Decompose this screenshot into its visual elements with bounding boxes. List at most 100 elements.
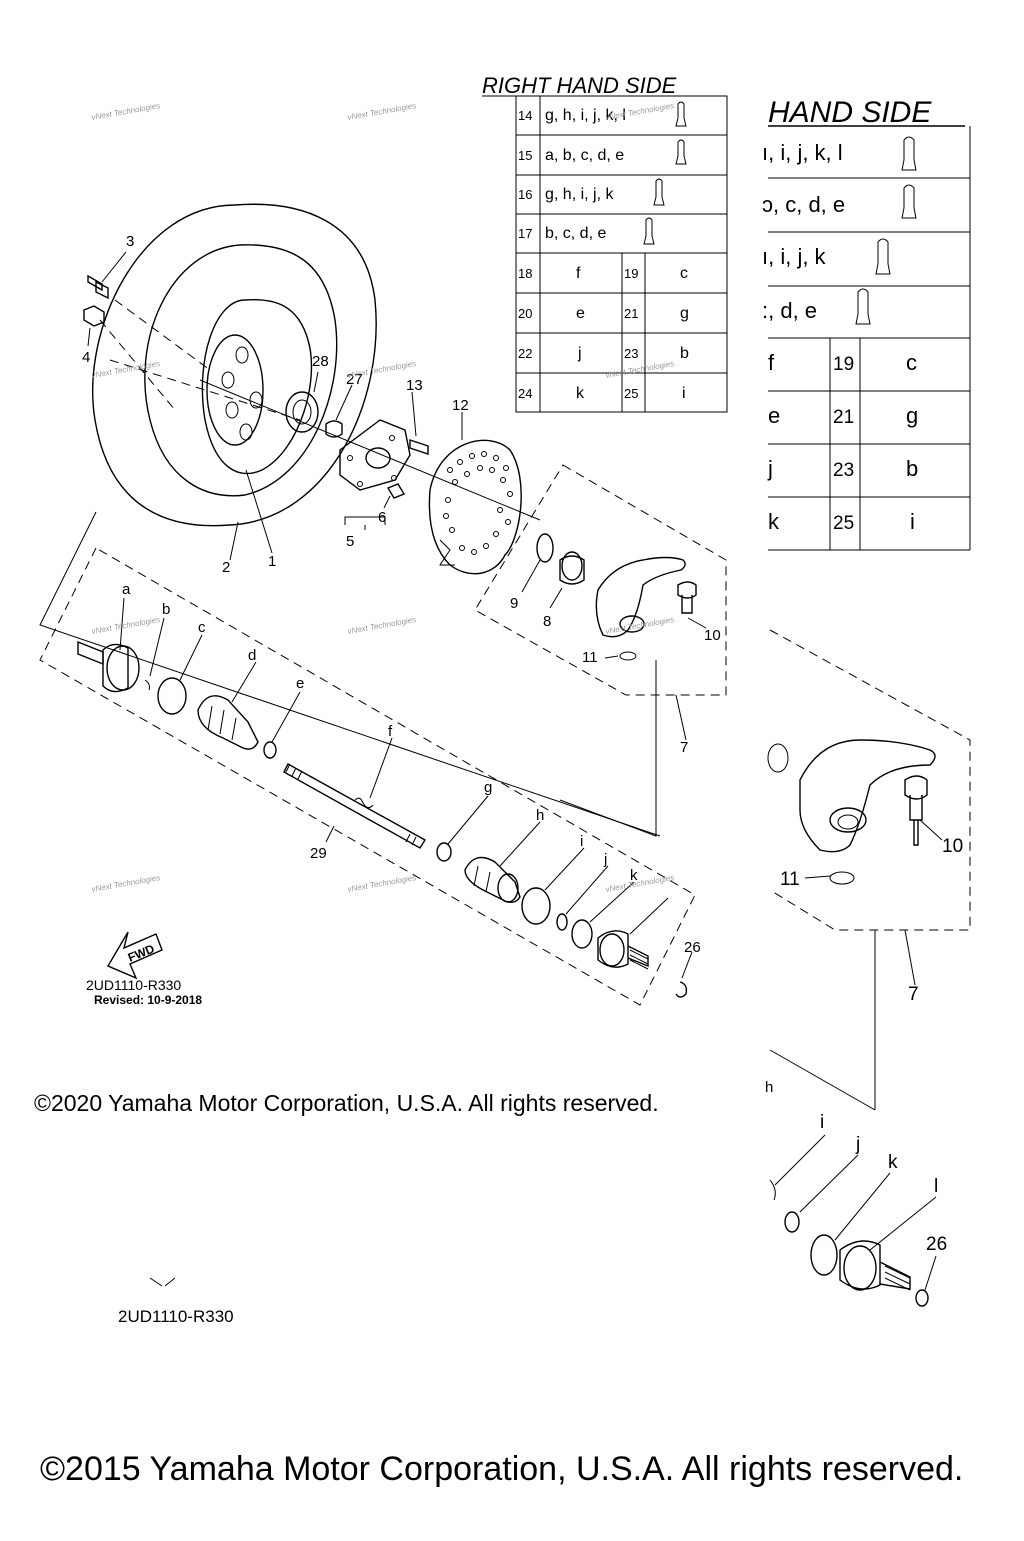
large-pair-cell: 23 bbox=[833, 460, 854, 481]
grease-table-small: RIGHT HAND SIDE 14 g, h, i, j, k, l 15 a… bbox=[482, 73, 728, 413]
diagram-code-bottom: 2UD1110-R330 bbox=[118, 1307, 234, 1326]
wheel-tire bbox=[92, 203, 541, 527]
seal-28: 28 bbox=[285, 353, 329, 433]
part-label-26: 26 bbox=[684, 939, 701, 956]
watermark: vNext Technologies bbox=[605, 359, 675, 380]
letter-label-k: k bbox=[630, 867, 638, 884]
part-label-1: 1 bbox=[268, 553, 276, 570]
large-pair-cell: i bbox=[910, 509, 915, 534]
letter-label-e: e bbox=[296, 675, 304, 692]
small-row-num: 17 bbox=[518, 226, 532, 241]
zoom-label-11: 11 bbox=[780, 869, 800, 890]
large-pair-cell: c bbox=[906, 350, 917, 375]
small-row-letters: b, c, d, e bbox=[545, 225, 606, 242]
part-label-4: 4 bbox=[82, 349, 90, 366]
small-pair-cell: g bbox=[680, 305, 689, 322]
watermarks: vNext Technologies vNext Technologies vN… bbox=[91, 101, 675, 894]
small-pair-cell: 23 bbox=[624, 346, 638, 361]
large-pair-cell: 25 bbox=[833, 513, 854, 534]
fwd-arrow-icon: FWD bbox=[106, 931, 163, 980]
small-pair-cell: 20 bbox=[518, 306, 532, 321]
watermark: vNext Technologies bbox=[605, 873, 675, 894]
part-label-29: 29 bbox=[310, 845, 327, 862]
knuckle-assembly-7: 9 8 10 11 7 bbox=[474, 464, 727, 837]
part-label-3: 3 bbox=[126, 233, 134, 250]
small-pair-cell: f bbox=[576, 265, 581, 282]
grease-tube-icon bbox=[643, 101, 687, 245]
small-row-letters: g, h, i, j, k, l bbox=[545, 107, 626, 124]
collar-27: 27 bbox=[325, 371, 363, 438]
small-pair-cell: j bbox=[577, 345, 582, 362]
small-row-num: 15 bbox=[518, 148, 532, 163]
small-pair-cell: c bbox=[680, 265, 688, 282]
small-pair-cell: 24 bbox=[518, 386, 532, 401]
large-pair-cell: k bbox=[768, 509, 780, 534]
small-pair-cell: 18 bbox=[518, 266, 532, 281]
part-label-8: 8 bbox=[543, 613, 551, 630]
watermark: vNext Technologies bbox=[347, 101, 417, 122]
letter-label-f: f bbox=[388, 723, 393, 740]
watermark: vNext Technologies bbox=[605, 101, 675, 122]
large-row-letters: ɔ, c, d, e bbox=[762, 192, 845, 217]
part-label-12: 12 bbox=[452, 397, 469, 414]
large-pair-cell: b bbox=[906, 456, 918, 481]
drive-shaft-assembly-29: a b c d e f 29 g h bbox=[39, 511, 701, 1006]
diagram-code: 2UD1110-R330 bbox=[86, 977, 181, 993]
stud-bolt-3: 3 bbox=[87, 233, 134, 300]
large-pair-cell: g bbox=[906, 403, 918, 428]
revised-date: Revised: 10-9-2018 bbox=[94, 993, 202, 1007]
letter-label-c: c bbox=[198, 619, 206, 636]
letter-label-b: b bbox=[162, 601, 170, 618]
fwd-arrow-partial-icon bbox=[149, 1277, 176, 1287]
part-label-10: 10 bbox=[704, 627, 721, 644]
small-pair-cell: e bbox=[576, 305, 585, 322]
part-label-5: 5 bbox=[346, 533, 354, 550]
large-row-letters: ı, i, j, k bbox=[762, 244, 827, 269]
small-pair-cell: i bbox=[682, 385, 686, 402]
letter-label-i: i bbox=[580, 833, 583, 850]
letter-label-j: j bbox=[603, 851, 607, 868]
bolt-6: 6 bbox=[378, 483, 406, 526]
bolt-13: 13 bbox=[406, 377, 429, 455]
watermark: vNext Technologies bbox=[91, 101, 161, 122]
part-label-6: 6 bbox=[378, 509, 386, 526]
watermark: vNext Technologies bbox=[347, 873, 417, 894]
small-pair-cell: 25 bbox=[624, 386, 638, 401]
part-label-7: 7 bbox=[680, 739, 688, 756]
small-row-num: 16 bbox=[518, 187, 532, 202]
letter-label-d: d bbox=[248, 647, 256, 664]
letter-label-h: h bbox=[536, 807, 544, 824]
letter-label-g: g bbox=[484, 779, 492, 796]
large-pair-cell: 21 bbox=[833, 407, 854, 428]
watermark: vNext Technologies bbox=[91, 873, 161, 894]
small-row-letters: g, h, i, j, k bbox=[545, 186, 614, 203]
zoom-label-10: 10 bbox=[942, 836, 963, 857]
small-pair-cell: b bbox=[680, 345, 689, 362]
table-title-small: RIGHT HAND SIDE bbox=[482, 73, 677, 98]
large-pair-cell: e bbox=[768, 403, 780, 428]
small-row-letters: a, b, c, d, e bbox=[545, 147, 624, 164]
large-row-letters: ı, i, j, k, l bbox=[762, 140, 843, 165]
zoom-label-l: l bbox=[934, 1176, 938, 1197]
watermark: vNext Technologies bbox=[91, 359, 161, 380]
small-pair-cell: 19 bbox=[624, 266, 638, 281]
copyright-2020: ©2020 Yamaha Motor Corporation, U.S.A. A… bbox=[34, 1090, 659, 1116]
copyright-2015: ©2015 Yamaha Motor Corporation, U.S.A. A… bbox=[40, 1450, 964, 1488]
part-label-13: 13 bbox=[406, 377, 423, 394]
small-pair-cell: 22 bbox=[518, 346, 532, 361]
small-pair-cell: k bbox=[576, 385, 585, 402]
brake-disc-12: 12 bbox=[428, 397, 522, 575]
part-label-27: 27 bbox=[346, 371, 363, 388]
watermark: vNext Technologies bbox=[347, 615, 417, 636]
small-pair-cell: 21 bbox=[624, 306, 638, 321]
part-label-9: 9 bbox=[510, 595, 518, 612]
grease-table-large: HAND SIDE ı, i, j, k, l ɔ, c, d, e ı, i,… bbox=[762, 96, 971, 551]
zoom-label-k: k bbox=[888, 1152, 898, 1173]
part-label-11: 11 bbox=[582, 649, 598, 666]
letter-label-a: a bbox=[122, 581, 131, 598]
table-title-large: HAND SIDE bbox=[768, 96, 932, 129]
zoom-label-26: 26 bbox=[926, 1234, 947, 1255]
part-label-28: 28 bbox=[312, 353, 329, 370]
